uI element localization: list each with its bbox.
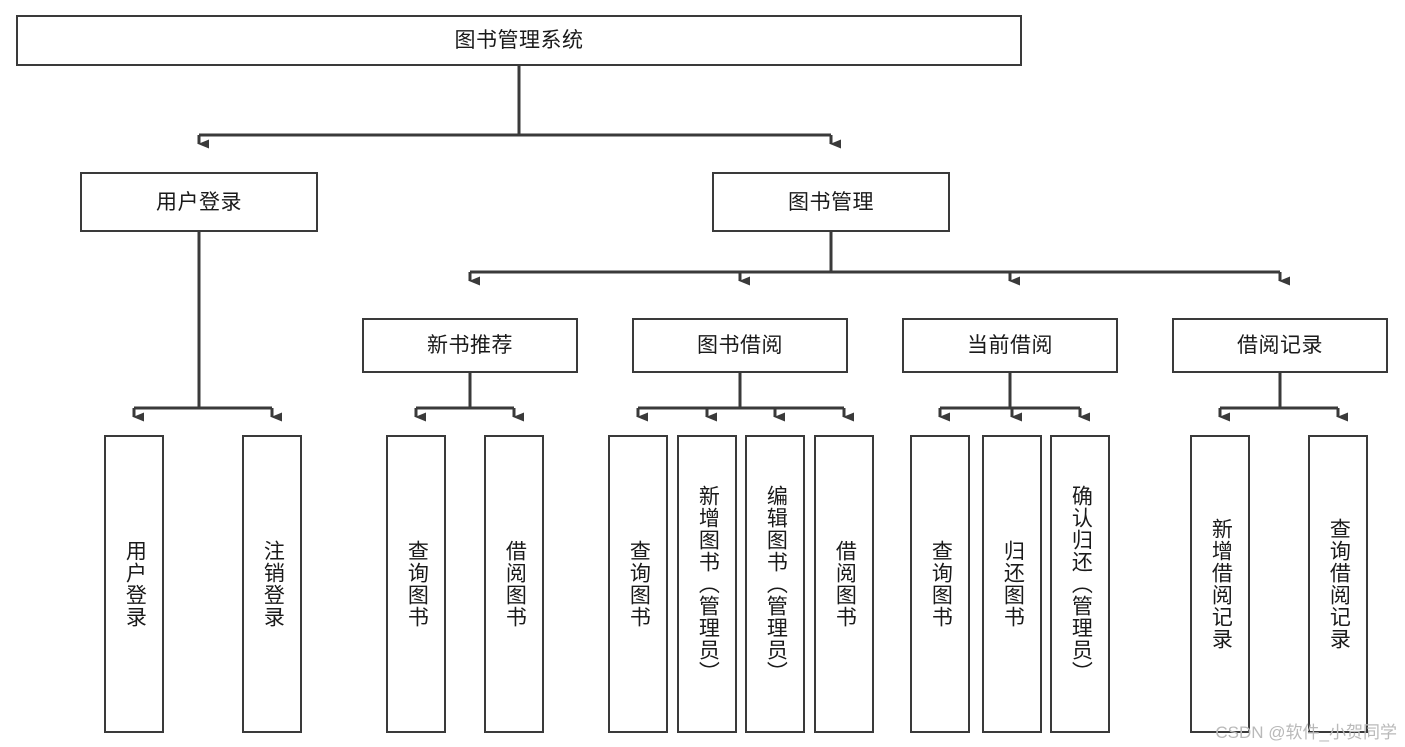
leaf-node-label: 查询图书 [929,540,953,628]
leaf-node-label: 注销登录 [261,540,285,628]
node-book-borrow-label: 图书借阅 [697,334,783,357]
leaf-node[interactable]: 查询图书 [608,435,668,733]
node-new-book-recommend[interactable]: 新书推荐 [362,318,578,373]
leaf-node-label: 新增图书（管理员） [696,485,720,683]
leaf-node[interactable]: 查询图书 [910,435,970,733]
leaf-node[interactable]: 用户登录 [104,435,164,733]
leaf-node[interactable]: 查询图书 [386,435,446,733]
leaf-node-label: 归还图书 [1001,540,1025,628]
leaf-node-label: 编辑图书（管理员） [764,485,788,683]
leaf-node[interactable]: 新增图书（管理员） [677,435,737,733]
leaf-node-label: 查询图书 [627,540,651,628]
node-book-borrow[interactable]: 图书借阅 [632,318,848,373]
node-borrow-record[interactable]: 借阅记录 [1172,318,1388,373]
leaf-node[interactable]: 新增借阅记录 [1190,435,1250,733]
node-book-management[interactable]: 图书管理 [712,172,950,232]
leaf-node-label: 用户登录 [123,540,147,628]
node-borrow-record-label: 借阅记录 [1237,334,1323,357]
node-root[interactable]: 图书管理系统 [16,15,1022,66]
leaf-node[interactable]: 编辑图书（管理员） [745,435,805,733]
leaf-node[interactable]: 归还图书 [982,435,1042,733]
node-new-book-recommend-label: 新书推荐 [427,334,513,357]
leaf-node[interactable]: 借阅图书 [814,435,874,733]
node-book-management-label: 图书管理 [788,190,874,214]
node-user-login[interactable]: 用户登录 [80,172,318,232]
leaf-node-label: 查询借阅记录 [1327,518,1351,650]
node-current-borrow-label: 当前借阅 [967,334,1053,357]
node-root-label: 图书管理系统 [454,29,584,52]
node-current-borrow[interactable]: 当前借阅 [902,318,1118,373]
leaf-node-label: 新增借阅记录 [1209,518,1233,650]
leaf-node[interactable]: 查询借阅记录 [1308,435,1368,733]
leaf-node-label: 借阅图书 [503,540,527,628]
leaf-node[interactable]: 借阅图书 [484,435,544,733]
leaf-node[interactable]: 注销登录 [242,435,302,733]
leaf-node-label: 查询图书 [405,540,429,628]
leaf-node-label: 确认归还（管理员） [1069,485,1093,683]
leaf-node-label: 借阅图书 [833,540,857,628]
node-user-login-label: 用户登录 [156,190,242,214]
connector-group [132,66,1348,422]
leaf-node[interactable]: 确认归还（管理员） [1050,435,1110,733]
